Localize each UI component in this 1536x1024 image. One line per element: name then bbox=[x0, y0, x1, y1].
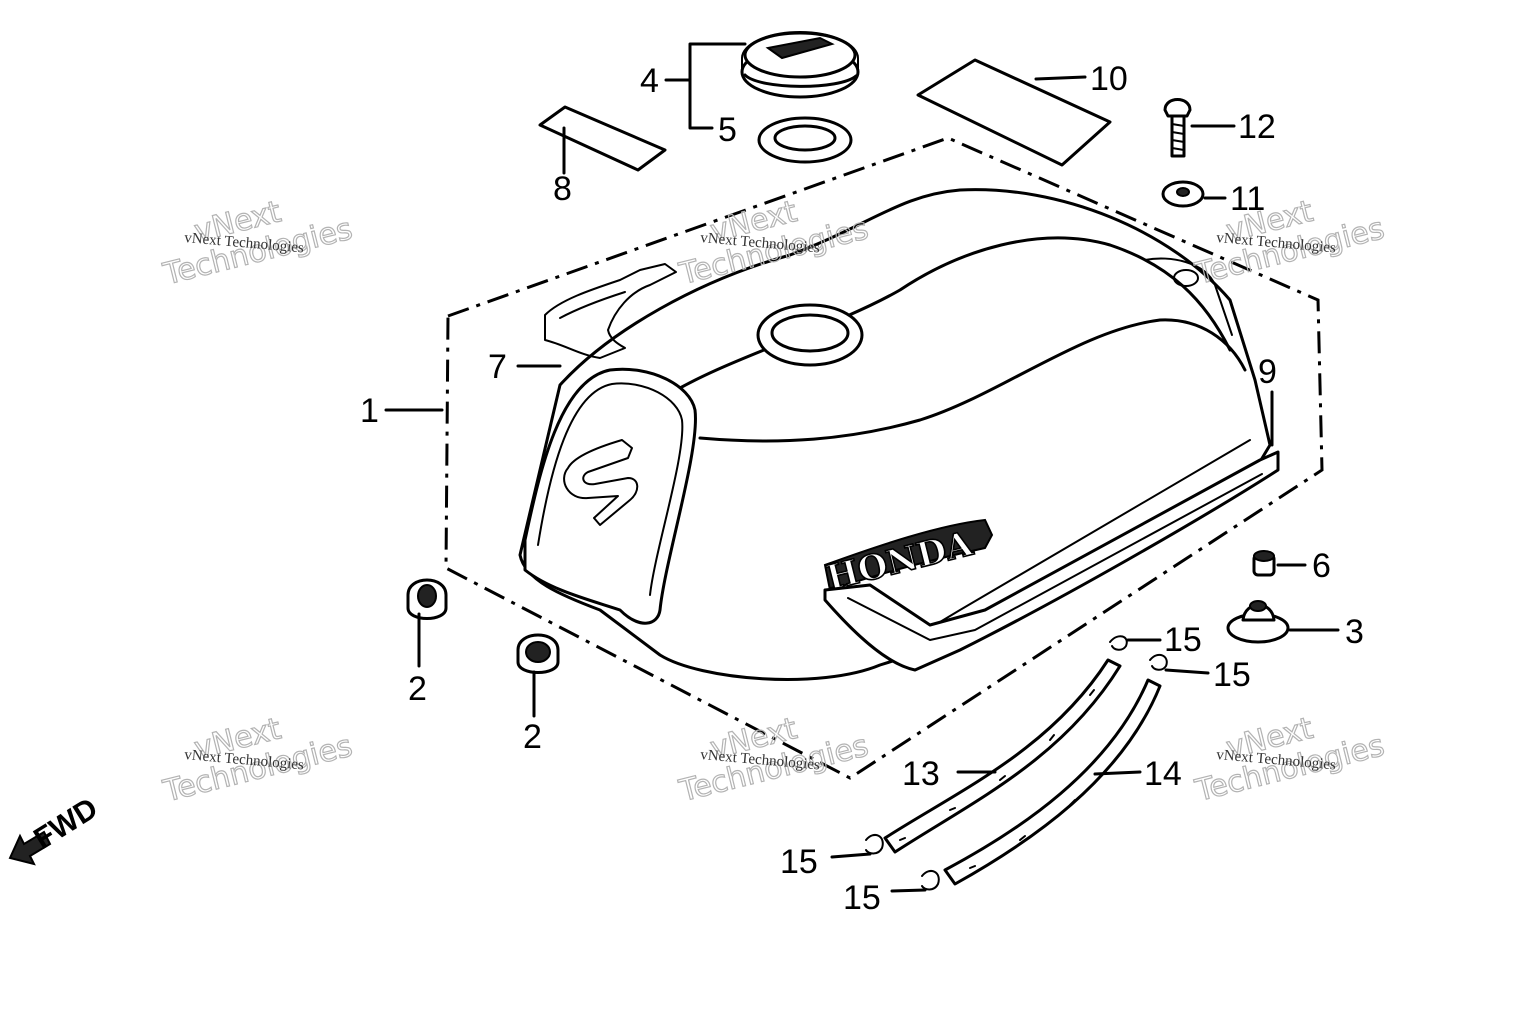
hose-13 bbox=[883, 658, 1122, 854]
bolt bbox=[1163, 98, 1192, 158]
fuel-tank: HONDA bbox=[518, 188, 1280, 681]
callout-1: 1 bbox=[360, 392, 379, 430]
callout-15-bottom-b: 15 bbox=[843, 879, 881, 917]
callout-4: 4 bbox=[640, 62, 659, 100]
grommet-right bbox=[516, 633, 560, 674]
callout-2-left: 2 bbox=[408, 670, 427, 708]
callout-10: 10 bbox=[1090, 60, 1128, 98]
honda-emblem-plate bbox=[823, 518, 994, 592]
callout-2-right: 2 bbox=[523, 718, 542, 756]
callout-6: 6 bbox=[1312, 547, 1331, 585]
fuel-cap bbox=[740, 31, 860, 99]
assembly-boundary bbox=[444, 136, 1324, 780]
hose-14 bbox=[943, 678, 1162, 886]
callout-5: 5 bbox=[718, 111, 737, 149]
callout-7: 7 bbox=[488, 348, 507, 386]
leader-lines bbox=[384, 42, 1340, 893]
washer bbox=[1161, 180, 1205, 208]
forward-arrow-icon bbox=[8, 830, 52, 866]
callout-14: 14 bbox=[1144, 755, 1182, 793]
clip-15-b bbox=[1149, 653, 1168, 671]
callout-3: 3 bbox=[1345, 613, 1364, 651]
pad-large bbox=[916, 58, 1112, 167]
pad-small bbox=[538, 105, 667, 172]
callout-13: 13 bbox=[902, 755, 940, 793]
callout-15-top-a: 15 bbox=[1164, 621, 1202, 659]
forward-direction-indicator: FWD bbox=[8, 792, 104, 866]
callout-15-bottom-a: 15 bbox=[780, 843, 818, 881]
cap-gasket bbox=[757, 116, 853, 164]
grommet-left bbox=[406, 578, 448, 620]
clip-15-d bbox=[921, 869, 940, 891]
mount-rubber bbox=[1226, 600, 1290, 644]
callout-11: 11 bbox=[1230, 180, 1265, 218]
callout-8: 8 bbox=[553, 170, 572, 208]
callout-12: 12 bbox=[1238, 108, 1276, 146]
callout-9: 9 bbox=[1258, 353, 1277, 391]
fwd-label: FWD bbox=[28, 792, 103, 856]
clip-15-a bbox=[1109, 635, 1128, 651]
small-cap bbox=[1252, 550, 1276, 577]
clip-15-c bbox=[865, 833, 884, 855]
callout-15-top-b: 15 bbox=[1213, 656, 1251, 694]
